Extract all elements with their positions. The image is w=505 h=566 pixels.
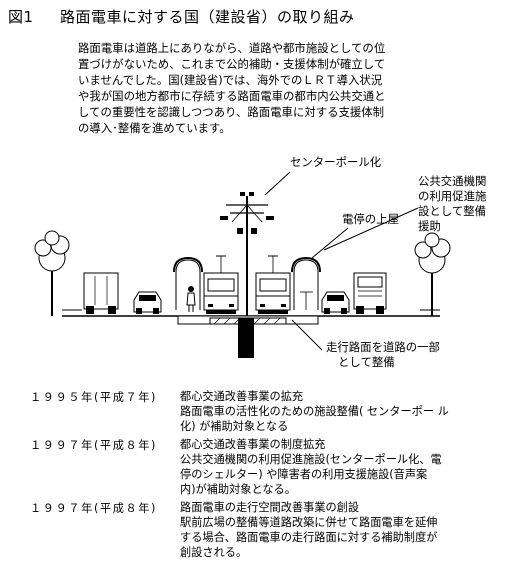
- intro-line: 路面電車は道路上にありながら、道路や都市施設としての位: [78, 41, 386, 55]
- callout-line: の利用促進施: [418, 189, 487, 203]
- timeline-line: 停のシェルター) や障害者の利用支援施設(音声案: [180, 468, 428, 481]
- timeline-line: 都心交通改善事業の制度拡充: [180, 438, 326, 451]
- figure-title-row: 図1 路面電車に対する国（建設省）の取り組み: [8, 6, 355, 27]
- callout-transit-facilities: 公共交通機関 の利用促進施 設として整備 援助: [418, 174, 486, 234]
- tram-left-icon: [203, 255, 239, 314]
- timeline-entry: 路面電車の走行空間改善事業の創設 駅前広場の整備等道路改築に併せて路面電車を延伸…: [180, 500, 437, 560]
- timeline-entry: 都心交通改善事業の制度拡充 公共交通機関の利用促進施設(センターポール化、電 停…: [180, 437, 442, 497]
- tree-right-icon: [414, 232, 451, 316]
- figure-title: 路面電車に対する国（建設省）の取り組み: [60, 8, 355, 26]
- intro-line: の導入･整備を進めています。: [78, 121, 231, 135]
- intro-paragraph: 路面電車は道路上にありながら、道路や都市施設としての位 置づけがないため、これま…: [78, 40, 428, 136]
- timeline-year: １９９７年(平成８年): [30, 439, 158, 452]
- intro-line: や我が国の地方都市に存続する路面電車の都市内公共交通と: [78, 89, 386, 103]
- track-bed-icon: [177, 315, 319, 358]
- person-icon: [186, 286, 196, 312]
- leader-transit: [323, 207, 419, 251]
- intro-line: いませんでした。国(建設省)では、海外でのＬＲＴ導入状況: [78, 73, 383, 87]
- leader-track: [291, 319, 323, 351]
- callout-line: 援助: [418, 219, 441, 233]
- leader-center-pole: [264, 171, 291, 196]
- callout-center-pole: センターポール化: [290, 155, 382, 169]
- tram-right-icon: [255, 255, 291, 314]
- intro-line: 置づけがないため、これまで公的補助・支援体制が確立して: [78, 57, 386, 71]
- car-left-icon: [133, 291, 162, 314]
- timeline-line: 公共交通機関の利用促進施設(センターポール化、電: [180, 453, 442, 466]
- intro-line: しての重要性を認識しつつあり、路面電車に対する支援体制: [78, 105, 385, 119]
- timeline-line: 化) が補助対象となる: [180, 420, 289, 433]
- tree-left-icon: [34, 230, 70, 316]
- callout-line: 設として整備: [418, 204, 487, 218]
- callout-line: 公共交通機関: [418, 174, 487, 188]
- car-right-icon: [321, 291, 350, 314]
- timeline-line: 路面電車の走行空間改善事業の創設: [180, 501, 360, 514]
- timeline-year: １９９７年(平成８年): [30, 502, 158, 515]
- timeline-line: 創設される。: [180, 546, 248, 559]
- timeline-line: 路面電車の活性化のための施設整備( センターポー ル: [180, 405, 449, 418]
- timeline-entry: 都心交通改善事業の拡充 路面電車の活性化のための施設整備( センターポー ル 化…: [180, 389, 449, 434]
- callout-line: 走行路面を道路の一部: [326, 340, 440, 354]
- center-pole-icon: [220, 192, 274, 316]
- callout-line: として整備: [338, 355, 395, 369]
- timeline-line: する場合、路面電車の走行路面に対する補助制度が: [180, 531, 438, 544]
- leader-shelter: [311, 227, 349, 259]
- timeline-line: 都心交通改善事業の拡充: [180, 390, 304, 403]
- callout-track-surface: 走行路面を道路の一部 として整備: [326, 340, 440, 370]
- tram-shelter-right-icon: [291, 256, 321, 310]
- figure-label: 図1: [8, 8, 34, 26]
- timeline-line: 内)が補助対象となる。: [180, 483, 296, 496]
- timeline-line: 駅前広場の整備等道路改築に併せて路面電車を延伸: [180, 516, 438, 529]
- timeline-year: １９９５年(平成７年): [30, 391, 158, 404]
- truck-left-icon: [83, 272, 119, 314]
- truck-right-icon: [353, 272, 387, 314]
- callout-shelter-roof: 電停の上屋: [342, 212, 399, 226]
